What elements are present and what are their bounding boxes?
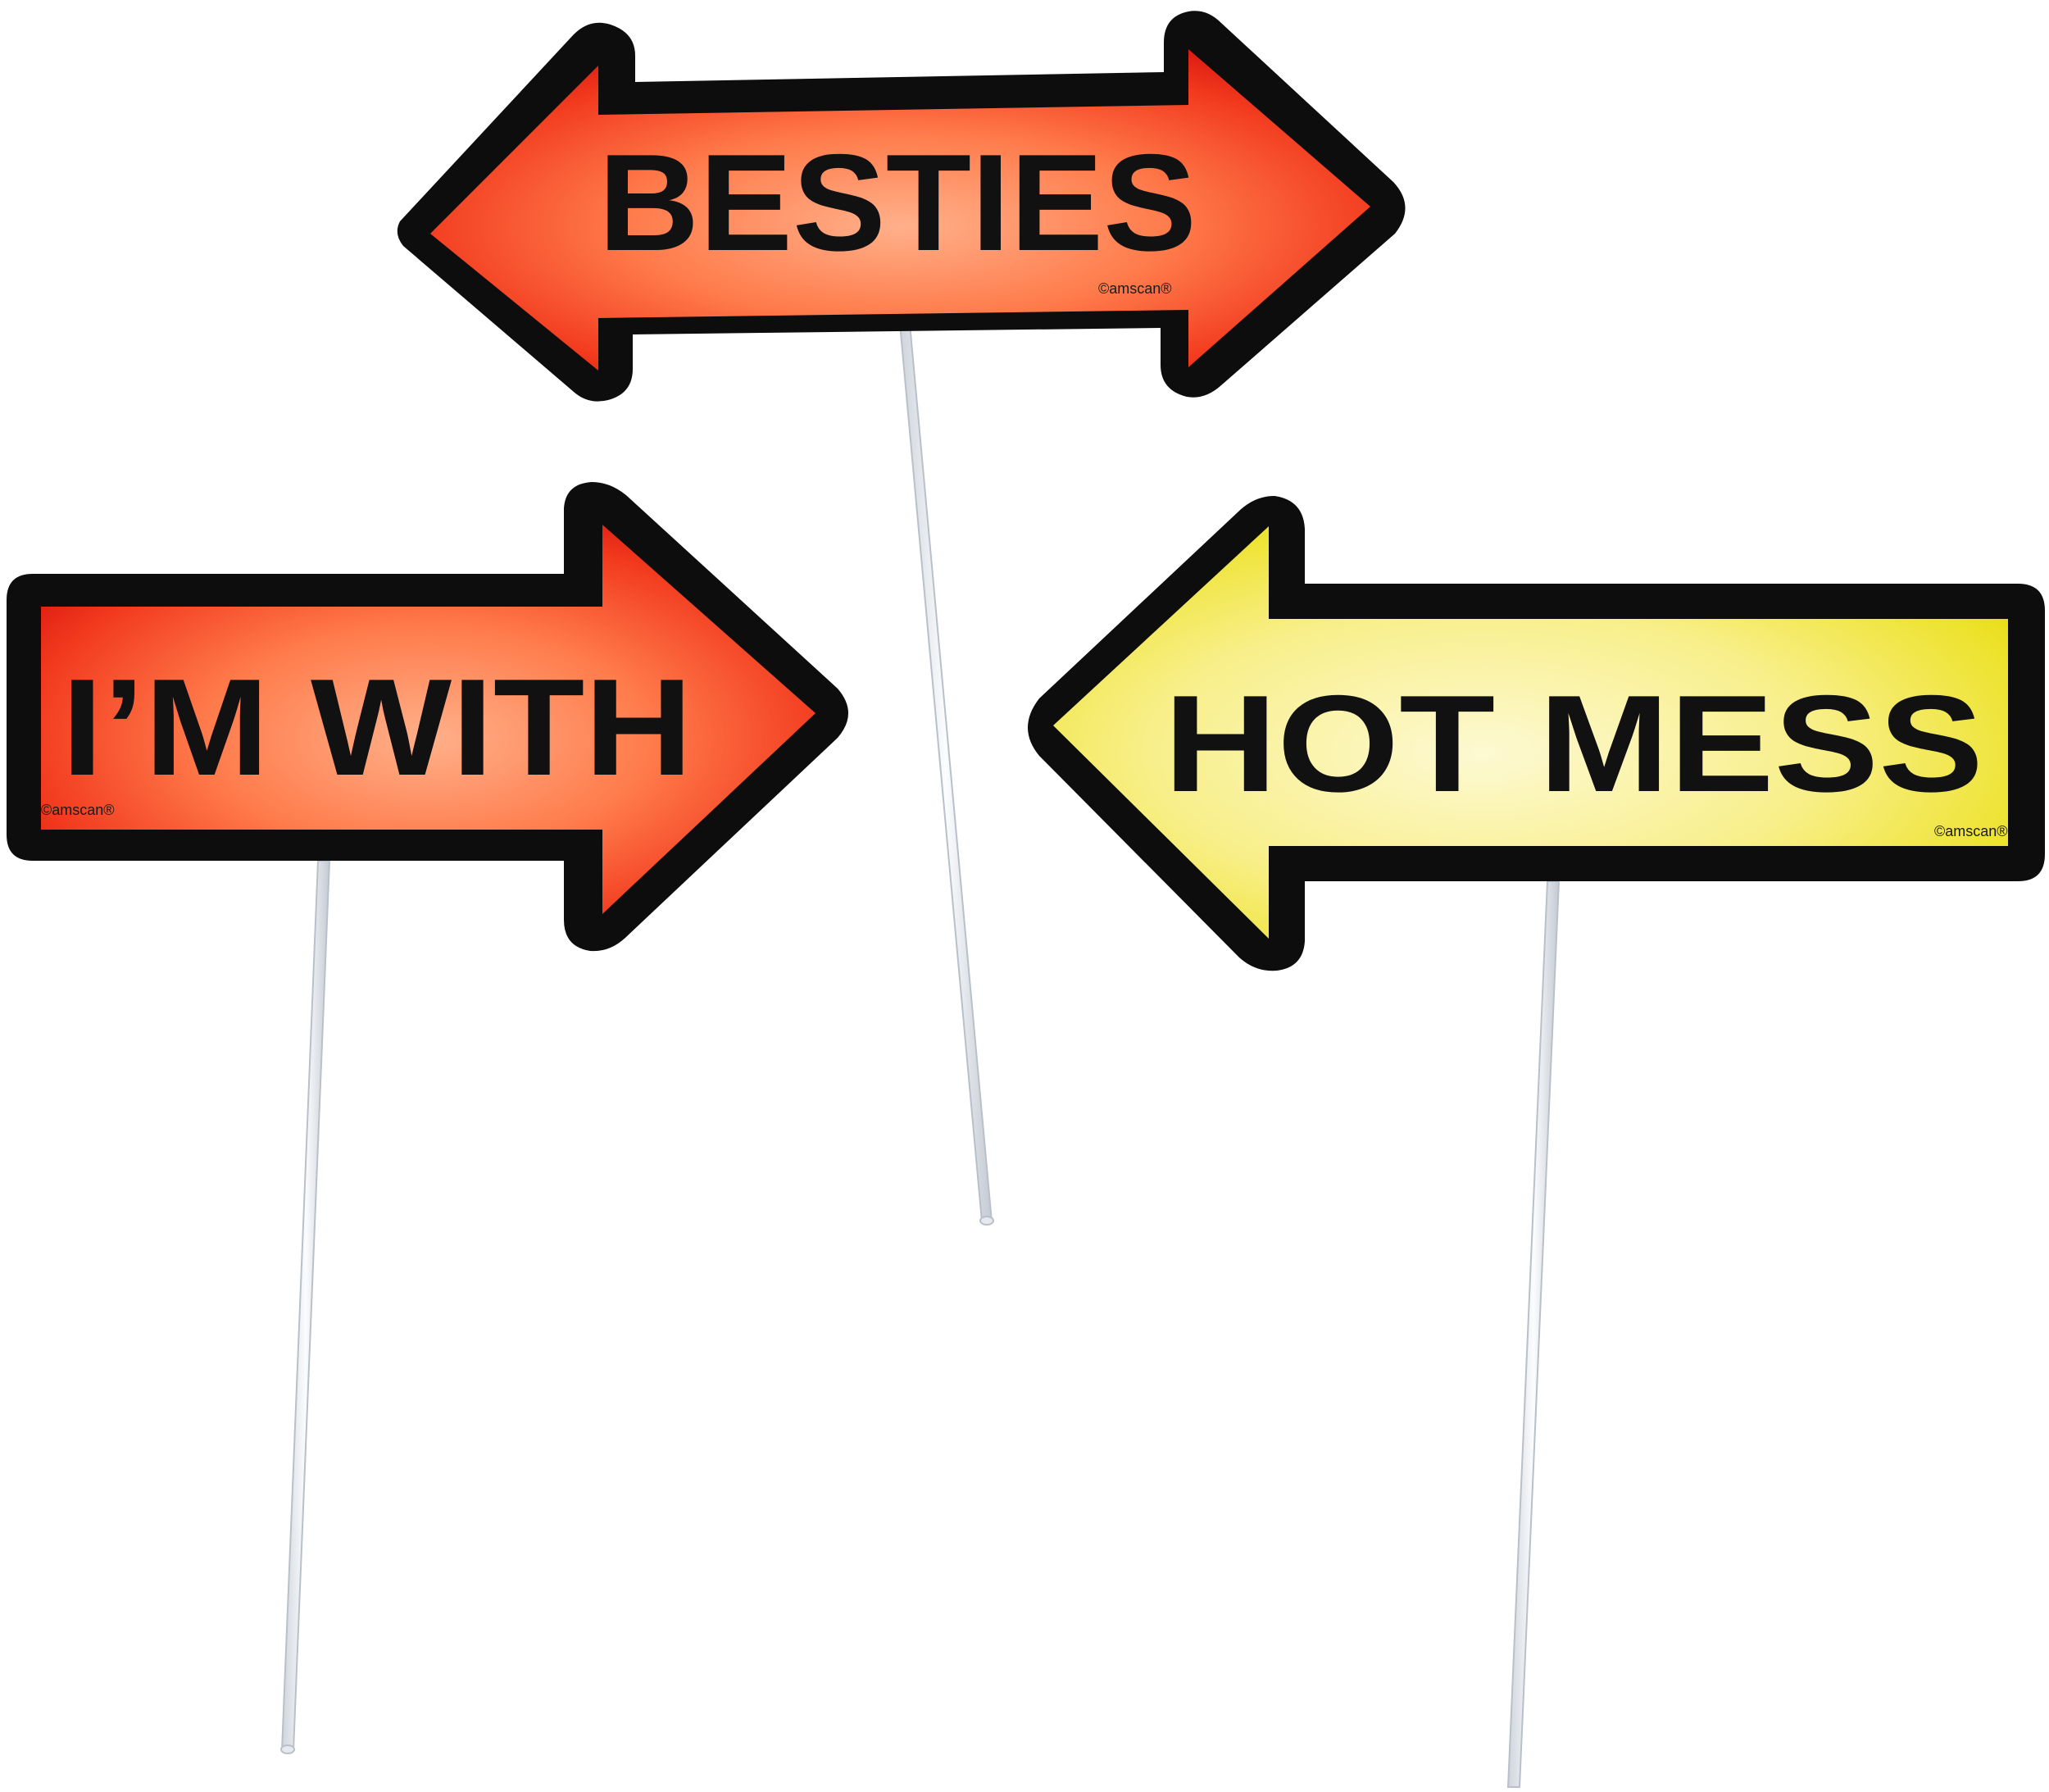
hot-mess-brand: ©amscan® — [1934, 823, 2008, 839]
hot-mess-label: HOT MESS — [1164, 666, 1983, 821]
stick-hot-mess — [1506, 880, 1561, 1788]
besties-face — [430, 49, 1370, 371]
im-with-label: I’M WITH — [61, 650, 693, 804]
im-with-brand: ©amscan® — [41, 802, 115, 818]
hot-mess-face — [1053, 526, 2008, 939]
stick-im-with — [280, 860, 331, 1754]
sign-hot-mess: HOT MESS ©amscan® — [1028, 496, 2045, 971]
sign-im-with: I’M WITH ©amscan® — [7, 482, 848, 952]
sign-besties: BESTIES ©amscan® — [397, 11, 1406, 402]
im-with-face — [41, 525, 816, 914]
stick-besties — [898, 323, 994, 1226]
besties-brand: ©amscan® — [1098, 280, 1172, 297]
besties-label: BESTIES — [598, 125, 1197, 280]
